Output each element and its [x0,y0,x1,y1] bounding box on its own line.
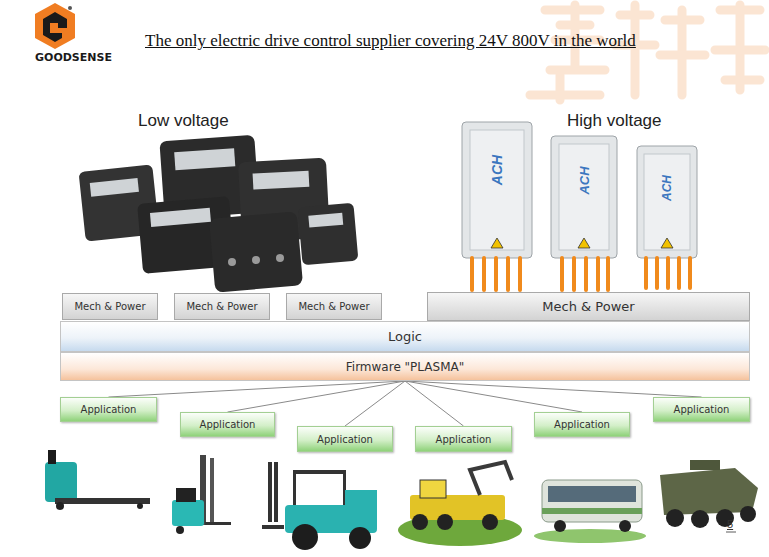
firmware-band: Firmware "PLASMA" [60,352,750,381]
mech-power-box: Mech & Power [174,293,270,320]
fan-line [228,381,406,412]
mech-power-box: Mech & Power [427,292,750,321]
box-text: Application [674,404,730,415]
application-box: Application [534,412,630,437]
box-text: Mech & Power [74,301,145,312]
fan-line [345,381,405,426]
slide-title: The only electric drive control supplier… [145,31,690,51]
box-text: Mech & Power [186,301,257,312]
application-box: Application [415,426,512,452]
brand-name: GOODSENSE [35,51,112,64]
application-box: Application [180,412,275,437]
box-text: Firmware "PLASMA" [346,360,464,374]
box-text: Application [81,404,137,415]
box-text: Application [436,434,492,445]
device-marking: ACH [489,155,505,185]
mech-power-box: Mech & Power [286,293,382,320]
box-text: Mech & Power [298,301,369,312]
device-marking: ACH [576,166,591,194]
fan-line [405,381,464,426]
fan-line [405,381,702,397]
box-text: Logic [388,329,422,344]
page-number: 5 [727,518,733,530]
application-box: Application [297,426,393,452]
application-box: Application [653,397,750,422]
group-heading: Low voltage [138,111,229,131]
box-text: Mech & Power [542,299,634,314]
box-text: Application [200,419,256,430]
mech-power-box: Mech & Power [62,293,158,320]
application-box: Application [60,397,157,422]
box-text: Application [317,434,373,445]
logic-band: Logic [60,321,750,352]
box-text: Application [554,419,610,430]
group-heading: High voltage [567,111,662,131]
device-marking: ACH [660,175,674,201]
